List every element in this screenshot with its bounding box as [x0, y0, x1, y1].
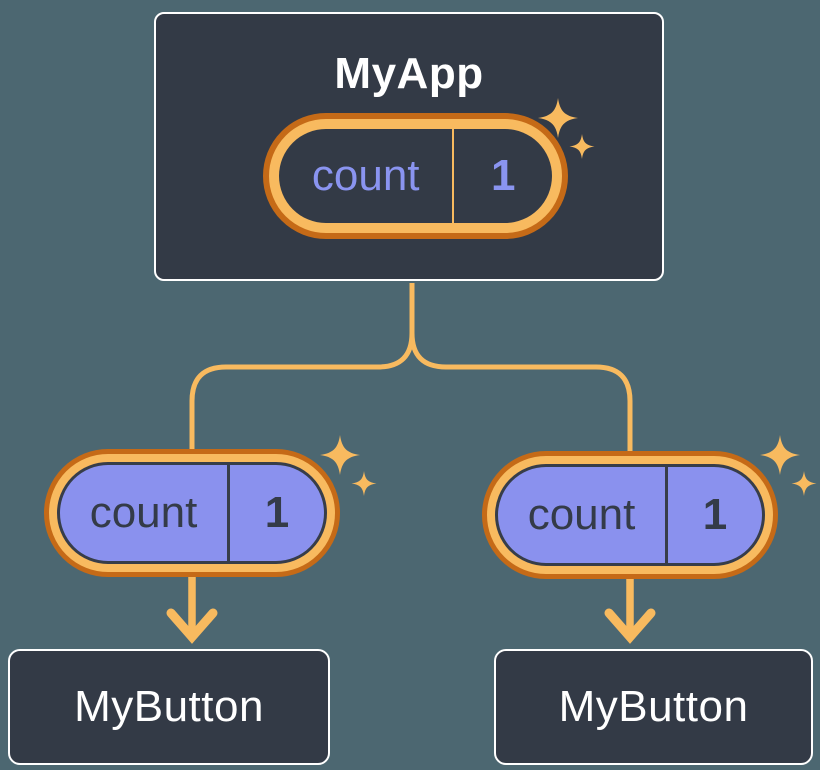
component-title: MyApp	[334, 49, 484, 98]
component-node-mybutton: MyButton	[8, 649, 330, 765]
state-key: count	[311, 151, 420, 200]
prop-value: 1	[665, 467, 762, 563]
prop-pill: count 1	[482, 451, 778, 579]
state-pill: count 1	[263, 113, 568, 239]
tree-connector-left	[189, 283, 415, 600]
component-title: MyButton	[558, 682, 749, 731]
sparkle-icon	[760, 435, 817, 496]
state-value: 1	[452, 129, 552, 223]
component-title: MyButton	[74, 682, 264, 731]
component-node-mybutton: MyButton	[494, 649, 813, 765]
prop-key: count	[527, 490, 636, 539]
tree-connector-right	[409, 283, 633, 600]
prop-value: 1	[227, 465, 324, 561]
prop-pill: count 1	[44, 449, 340, 577]
sparkle-icon	[320, 435, 377, 496]
prop-key: count	[89, 488, 198, 537]
sparkle-icon	[538, 98, 595, 159]
